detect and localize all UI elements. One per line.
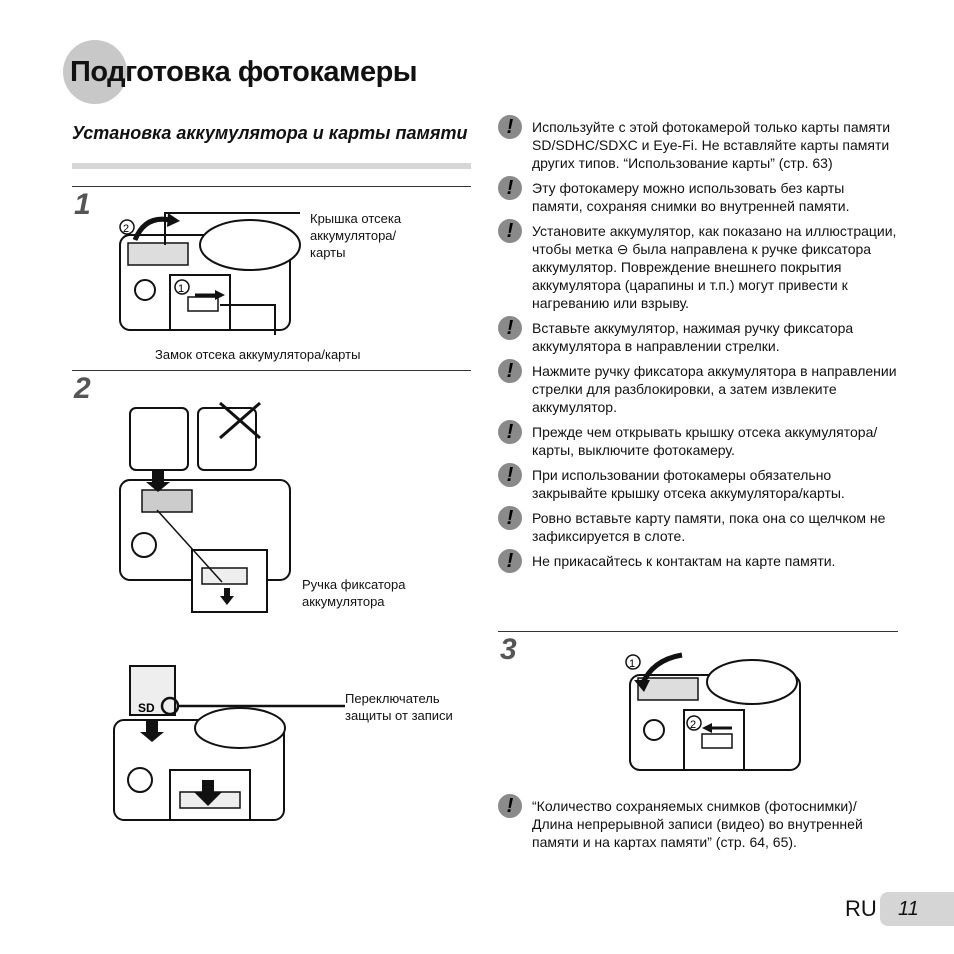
svg-text:SD: SD [138, 701, 155, 715]
camera-close-cover-illustration: 1 2 [625, 652, 801, 771]
caution-icon [498, 463, 522, 487]
caution-icon [498, 115, 522, 139]
caution-icon [498, 176, 522, 200]
mark-2: 2 [690, 719, 696, 731]
step-2-rule [72, 370, 471, 371]
note-text: Нажмите ручку фиксатора аккумулятора в н… [532, 363, 897, 415]
page-number: 11 [880, 892, 954, 926]
language-code: RU [845, 896, 877, 921]
note-item: Не прикасайтесь к контактам на карте пам… [498, 549, 898, 573]
callout-lock-label: Замок отсека аккумулятора/карты [155, 347, 361, 362]
note-item: При использовании фотокамеры обязательно… [498, 463, 898, 502]
step-1-number: 1 [74, 188, 91, 221]
note-item: Нажмите ручку фиксатора аккумулятора в н… [498, 359, 898, 416]
notes-list: Используйте с этой фотокамерой только ка… [498, 115, 898, 580]
note-text: Прежде чем открывать крышку отсека аккум… [532, 424, 878, 458]
note-item: Вставьте аккумулятор, нажимая ручку фикс… [498, 316, 898, 355]
caution-icon [498, 359, 522, 383]
step-1-rule [72, 186, 471, 187]
callout-knob-label: Ручка фиксатора аккумулятора [302, 577, 406, 609]
caution-icon [498, 794, 522, 818]
battery-insert-illustration [119, 401, 291, 613]
note-text: “Количество сохраняемых снимков (фотосни… [532, 798, 863, 850]
card-insert-illustration: SD [113, 665, 345, 821]
caution-icon [498, 420, 522, 444]
mark-1: 1 [178, 283, 184, 295]
note-text: При использовании фотокамеры обязательно… [532, 467, 845, 501]
caution-icon [498, 316, 522, 340]
note-text: Вставьте аккумулятор, нажимая ручку фикс… [532, 320, 854, 354]
note-text: Не прикасайтесь к контактам на карте пам… [532, 553, 836, 569]
page-title: Подготовка фотокамеры [70, 56, 418, 88]
note-item: Ровно вставьте карту памяти, пока она со… [498, 506, 898, 545]
mark-1: 1 [629, 658, 635, 670]
note-item: Прежде чем открывать крышку отсека аккум… [498, 420, 898, 459]
section-title: Установка аккумулятора и карты памяти [72, 123, 468, 143]
note-text: Ровно вставьте карту памяти, пока она со… [532, 510, 886, 544]
step-3-number: 3 [500, 633, 517, 666]
camera-open-cover-illustration: 2 1 [119, 212, 301, 335]
caution-icon [498, 219, 522, 243]
callout-cover-label: Крышка отсека аккумулятора/ карты [310, 211, 402, 260]
step-3-rule [498, 631, 898, 632]
mark-2: 2 [123, 223, 129, 235]
note-item: Эту фотокамеру можно использовать без ка… [498, 176, 898, 215]
note-item: Установите аккумулятор, как показано на … [498, 219, 898, 312]
note-text: Установите аккумулятор, как показано на … [532, 223, 897, 311]
caution-icon [498, 506, 522, 530]
caution-icon [498, 549, 522, 573]
camera-logo-icon [63, 40, 127, 104]
section-rule [72, 163, 471, 169]
callout-switch-label: Переключатель защиты от записи [345, 691, 453, 723]
note-text: Эту фотокамеру можно использовать без ка… [532, 180, 850, 214]
note-item: Используйте с этой фотокамерой только ка… [498, 115, 898, 172]
step-2-number: 2 [74, 372, 91, 405]
note-item-final: “Количество сохраняемых снимков (фотосни… [498, 794, 898, 851]
note-text: Используйте с этой фотокамерой только ка… [532, 119, 891, 171]
